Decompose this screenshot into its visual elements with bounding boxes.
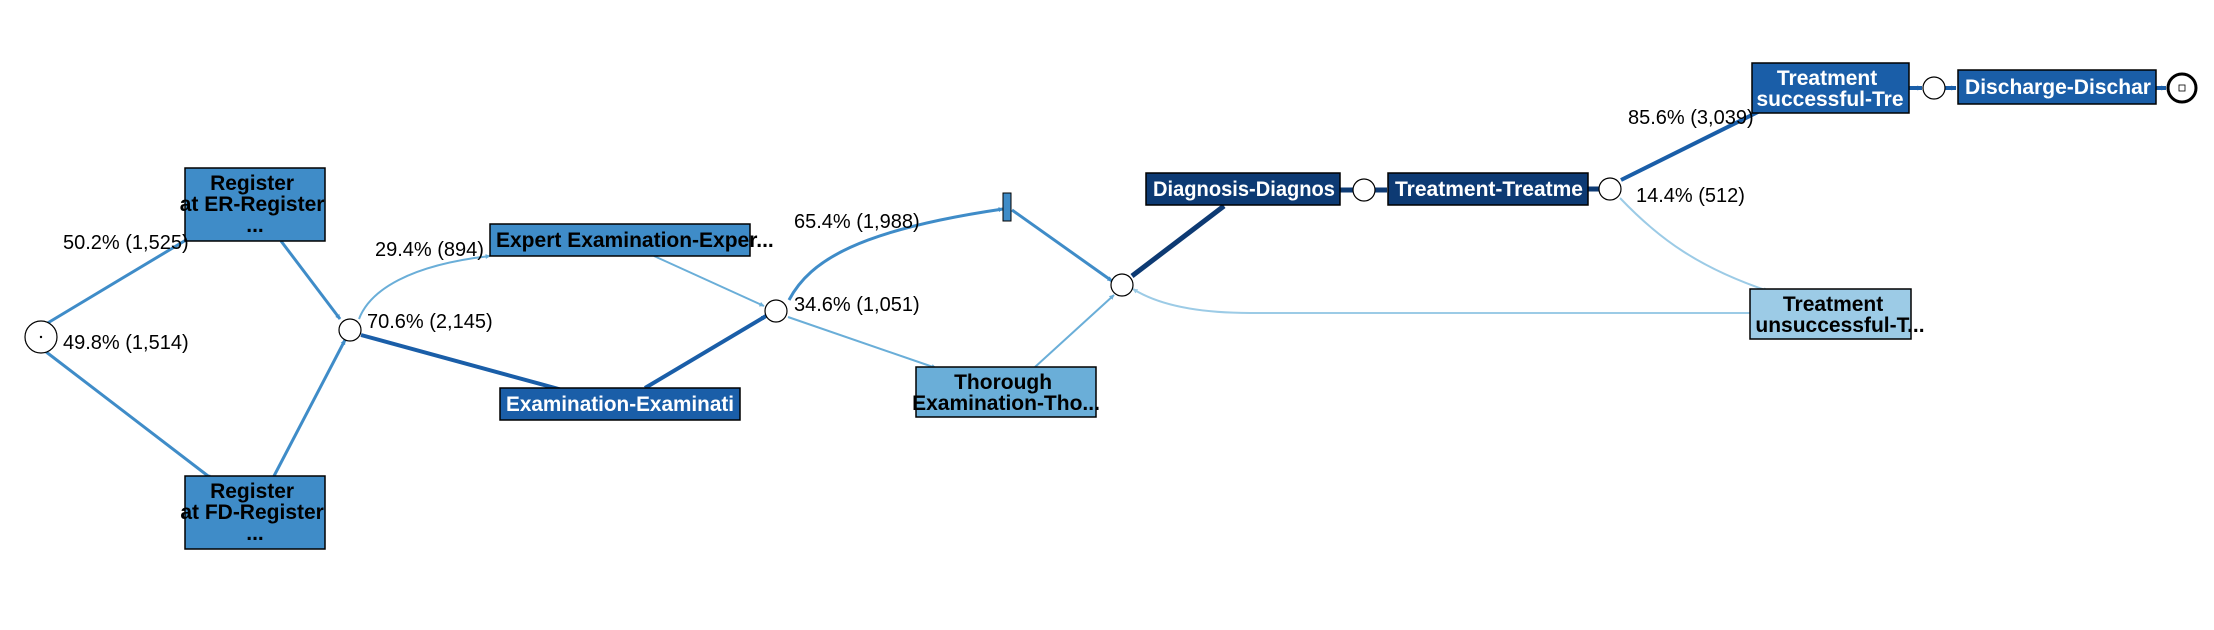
activity-discharge[interactable]: Discharge-Dischar (1957, 69, 2157, 105)
node-label-line: Treatment (1783, 293, 1883, 316)
edge-start-to-register-fd (40, 346, 213, 481)
svg-text:Register at FD-Register: Register at FD-Register ... (180, 480, 329, 545)
activity-treatment[interactable]: Treatment-Treatme (1387, 172, 1589, 206)
node-box (489, 223, 751, 257)
node-label-line: Examination-Examinati (506, 393, 734, 416)
activity-thorough-examination[interactable]: Thorough Examination-Tho... (912, 366, 1100, 418)
edge-label-outcome-successful: 85.6% (3,039) (1628, 107, 1754, 129)
node-box (1957, 69, 2157, 105)
node-box (184, 475, 326, 550)
gateways (24, 72, 2198, 354)
node-label-line: Thorough (954, 371, 1052, 394)
edge-thorough-to-join (1034, 294, 1115, 368)
node-label-line: Register (210, 172, 294, 195)
node-label-line: unsuccessful-T... (1755, 314, 1924, 337)
edge-label-outcome-unsuccessful: 14.4% (512) (1636, 185, 1745, 207)
edge-tau-to-join (1011, 208, 1113, 283)
activity-register-er[interactable]: Register at ER-Register ... (180, 167, 331, 242)
edge-label-start-er: 50.2% (1,525) (63, 232, 189, 254)
node-label-line: Examination-Tho... (912, 392, 1100, 415)
edge-expert-to-merge (653, 255, 765, 307)
node-label-line: Treatment-Treatme (1395, 178, 1583, 201)
edge-unsuccessful-loop-back (1132, 288, 1750, 314)
edge-join-to-diagnosis (1130, 204, 1226, 278)
activity-treatment-unsuccessful[interactable]: Treatment unsuccessful-T... (1749, 288, 1925, 340)
gateway-treatment-outcome (1598, 177, 1622, 201)
edges (40, 85, 2167, 481)
end-event-mark (2178, 84, 2186, 92)
edge-label-split-expert: 29.4% (894) (375, 239, 484, 261)
edge-register-fd-to-join (272, 339, 347, 477)
node-label-line: at FD-Register (180, 501, 324, 524)
edge-xor-to-unsuccessful (1619, 197, 1769, 292)
node-box (1387, 172, 1589, 206)
node-label-line: Register (210, 480, 294, 503)
edge-merge-to-thorough (787, 316, 937, 369)
node-label-line: ... (246, 214, 264, 237)
edge-examination-to-merge (643, 314, 768, 390)
svg-text:Register at ER-Register: Register at ER-Register ... (180, 172, 331, 237)
node-label-line: Diagnosis-Diagnos (1153, 178, 1335, 201)
edge-label-merge-tau: 65.4% (1,988) (794, 211, 920, 233)
gateway-merge-examination (764, 299, 788, 323)
edge-label-split-examination: 70.6% (2,145) (367, 311, 493, 333)
node-box (499, 387, 741, 421)
activity-treatment-successful[interactable]: Treatment successful-Tre (1751, 62, 1910, 114)
edge-xor-to-successful (1620, 102, 1775, 182)
node-box (915, 366, 1097, 418)
silent-transition-tau (1002, 192, 1012, 222)
node-label-line: at ER-Register (180, 193, 325, 216)
end-event (2166, 72, 2198, 104)
edge-label-start-fd: 49.8% (1,514) (63, 332, 189, 354)
node-box (184, 167, 326, 242)
gateway-success-discharge (1922, 76, 1946, 100)
edge-split-to-examination (360, 333, 567, 393)
start-event-dot (39, 335, 43, 339)
edge-label-merge-thorough: 34.6% (1,051) (794, 294, 920, 316)
svg-text:Treatment successful-Tre: Treatment successful-Tre (1756, 67, 1903, 111)
svg-text:Thorough Examination-Tho: Thorough Examination-Tho... (912, 371, 1100, 415)
activity-diagnosis[interactable]: Diagnosis-Diagnos (1145, 172, 1341, 206)
node-label-line: successful-Tre (1756, 88, 1903, 111)
gateway-join-register (338, 318, 362, 342)
node-label-line: Treatment (1777, 67, 1877, 90)
node-box (1145, 172, 1341, 206)
svg-text:Treatment unsuccessful-T: Treatment unsuccessful-T... (1755, 293, 1924, 337)
activity-expert-examination[interactable]: Expert Examination-Exper... (489, 223, 774, 257)
node-label-line: ... (246, 522, 264, 545)
edge-labels: 50.2% (1,525) 49.8% (1,514) 29.4% (894) … (63, 107, 1754, 354)
node-label-line: Expert Examination-Exper... (496, 229, 774, 252)
node-box (1751, 62, 1910, 114)
node-box (1749, 288, 1912, 340)
activity-examination[interactable]: Examination-Examinati (499, 387, 741, 421)
edge-register-er-to-join (279, 240, 342, 320)
node-label-line: Discharge-Dischar (1965, 76, 2151, 99)
edge-start-to-register-er (40, 232, 197, 329)
edge-split-to-expert (358, 254, 491, 320)
gateway-join-diagnosis (1110, 273, 1134, 297)
edge-merge-to-tau (787, 207, 1004, 301)
activity-register-fd[interactable]: Register at FD-Register ... (180, 475, 329, 550)
gateway-diagnosis-treatment (1352, 178, 1376, 202)
